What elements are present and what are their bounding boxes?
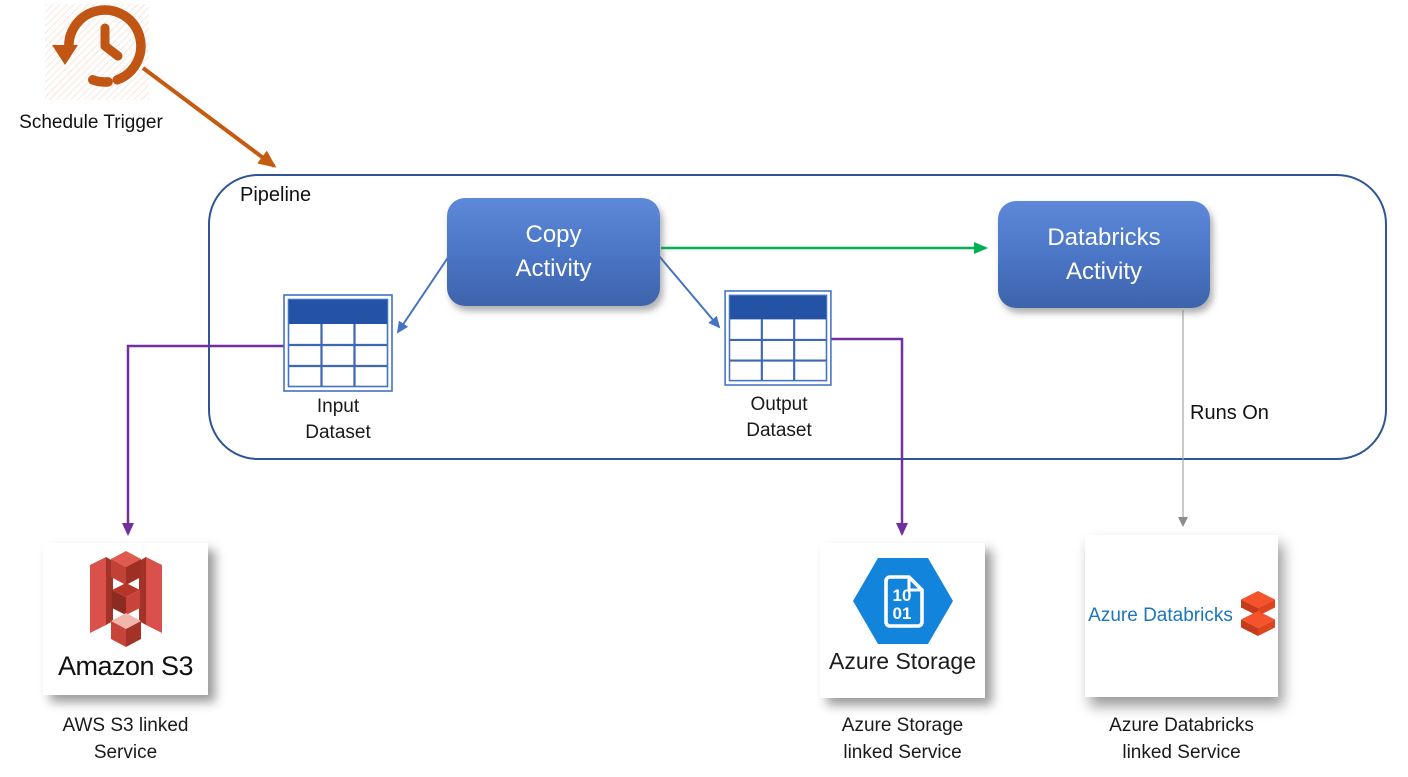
runs-on-label: Runs On [1190, 402, 1269, 424]
databricks-activity-label-line2: Activity [1065, 257, 1142, 285]
storage-binary-line1: 10 [892, 586, 911, 605]
azure-databricks-linked-service-card: Azure Databricks [1085, 535, 1278, 697]
connector-input-dataset-to-s3 [122, 344, 287, 536]
s3-caption-line1: AWS S3 linked [62, 715, 189, 736]
output-dataset-table-icon [724, 290, 832, 391]
azure-databricks-caption: Azure Databricks linked Service [1075, 712, 1288, 766]
history-clock-icon [52, 5, 146, 87]
output-dataset-label: Output Dataset [704, 392, 854, 444]
azure-storage-icon: 10 01 [852, 558, 953, 644]
copy-activity-label-line1: Copy [525, 221, 582, 248]
copy-activity-label-line2: Activity [515, 255, 592, 282]
storage-caption-line2: linked Service [843, 742, 962, 763]
output-dataset-label-line1: Output [750, 394, 808, 415]
databricks-activity-node: Databricks Activity [998, 201, 1210, 308]
input-dataset-label: Input Dataset [263, 394, 413, 446]
arrow-copy-to-output-dataset [658, 255, 721, 329]
schedule-trigger-icon [45, 4, 149, 100]
arrow-copy-to-input-dataset [396, 255, 450, 334]
output-dataset-label-line2: Dataset [746, 420, 812, 441]
azure-storage-linked-service-card: 10 01 Azure Storage [820, 543, 985, 698]
schedule-trigger-label: Schedule Trigger [19, 112, 163, 133]
pipeline-container: Pipeline [208, 174, 1387, 460]
azure-databricks-logo-text: Azure Databricks [1088, 605, 1233, 626]
azure-storage-logo-text: Azure Storage [828, 648, 977, 674]
copy-activity-node: Copy Activity [447, 198, 660, 306]
storage-caption-line1: Azure Storage [841, 715, 964, 736]
input-dataset-label-line2: Dataset [305, 422, 371, 443]
storage-binary-line2: 01 [892, 604, 911, 623]
pipeline-label: Pipeline [240, 184, 312, 206]
databricks-caption-line1: Azure Databricks [1109, 715, 1254, 736]
amazon-s3-logo-text: Amazon S3 [57, 651, 194, 681]
databricks-caption-line2: linked Service [1122, 742, 1241, 763]
s3-caption: AWS S3 linked Service [23, 712, 228, 766]
input-dataset-label-line1: Input [316, 396, 360, 417]
amazon-s3-icon [89, 551, 162, 647]
arrow-trigger-to-pipeline [141, 66, 277, 168]
s3-caption-line2: Service [93, 742, 158, 763]
aws-s3-linked-service-card: Amazon S3 [43, 543, 208, 695]
databricks-bricks-icon [1240, 591, 1275, 636]
input-dataset-table-icon [283, 294, 393, 397]
connector-output-dataset-to-storage [831, 337, 908, 536]
azure-storage-caption: Azure Storage linked Service [800, 712, 1005, 766]
databricks-activity-label-line1: Databricks [1047, 223, 1161, 251]
